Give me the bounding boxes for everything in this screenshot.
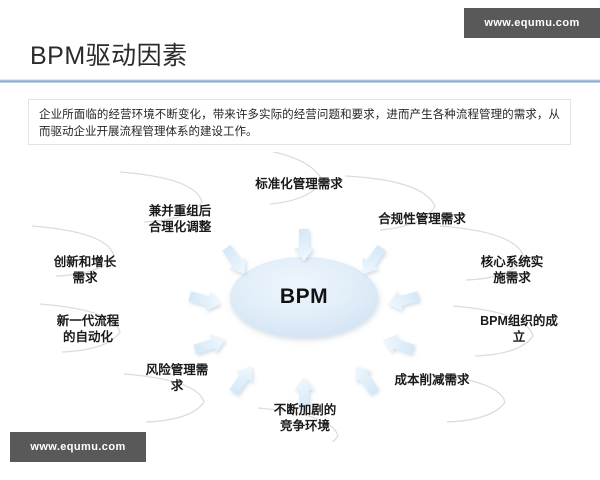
- driver-label-risk-management: 风险管理需 求: [145, 363, 209, 393]
- driver-label-cost-reduction: 成本削减需求: [394, 373, 470, 387]
- driver-label-innovation-growth: 创新和增长 需求: [53, 255, 117, 285]
- driver-label-competition: 不断加剧的 竞争环境: [273, 403, 337, 433]
- driver-label-compliance: 合规性管理需求: [378, 212, 466, 226]
- driver-arrows: [188, 229, 420, 409]
- driver-label-merger-restructure: 兼并重组后 合理化调整: [148, 204, 212, 234]
- title-divider: [0, 79, 600, 83]
- diagram-graphics: [31, 152, 534, 442]
- driver-label-core-system: 核心系统实 施需求: [480, 255, 544, 285]
- driver-label-bpm-org: BPM组织的成立: [480, 314, 558, 344]
- intro-text-box: 企业所面临的经营环境不断变化，带来许多实际的经营问题和要求，进而产生各种流程管理…: [28, 99, 571, 145]
- page-title: BPM驱动因素: [30, 42, 188, 70]
- watermark-top-right: www.equmu.com: [464, 8, 600, 38]
- label-arcs: [31, 152, 534, 442]
- watermark-bottom-left: www.equmu.com: [10, 432, 146, 462]
- intro-paragraph: 企业所面临的经营环境不断变化，带来许多实际的经营问题和要求，进而产生各种流程管理…: [39, 109, 560, 138]
- driver-label-next-gen-automation: 新一代流程 的自动化: [56, 314, 120, 344]
- center-node-label: BPM: [279, 285, 329, 308]
- bpm-drivers-diagram: BPM 标准化管理需求 合规性管理需求 核心系统实 施需求 BPM组织的成立 成…: [0, 152, 600, 442]
- center-ellipse: [230, 257, 378, 337]
- driver-label-standardization: 标准化管理需求: [255, 177, 343, 191]
